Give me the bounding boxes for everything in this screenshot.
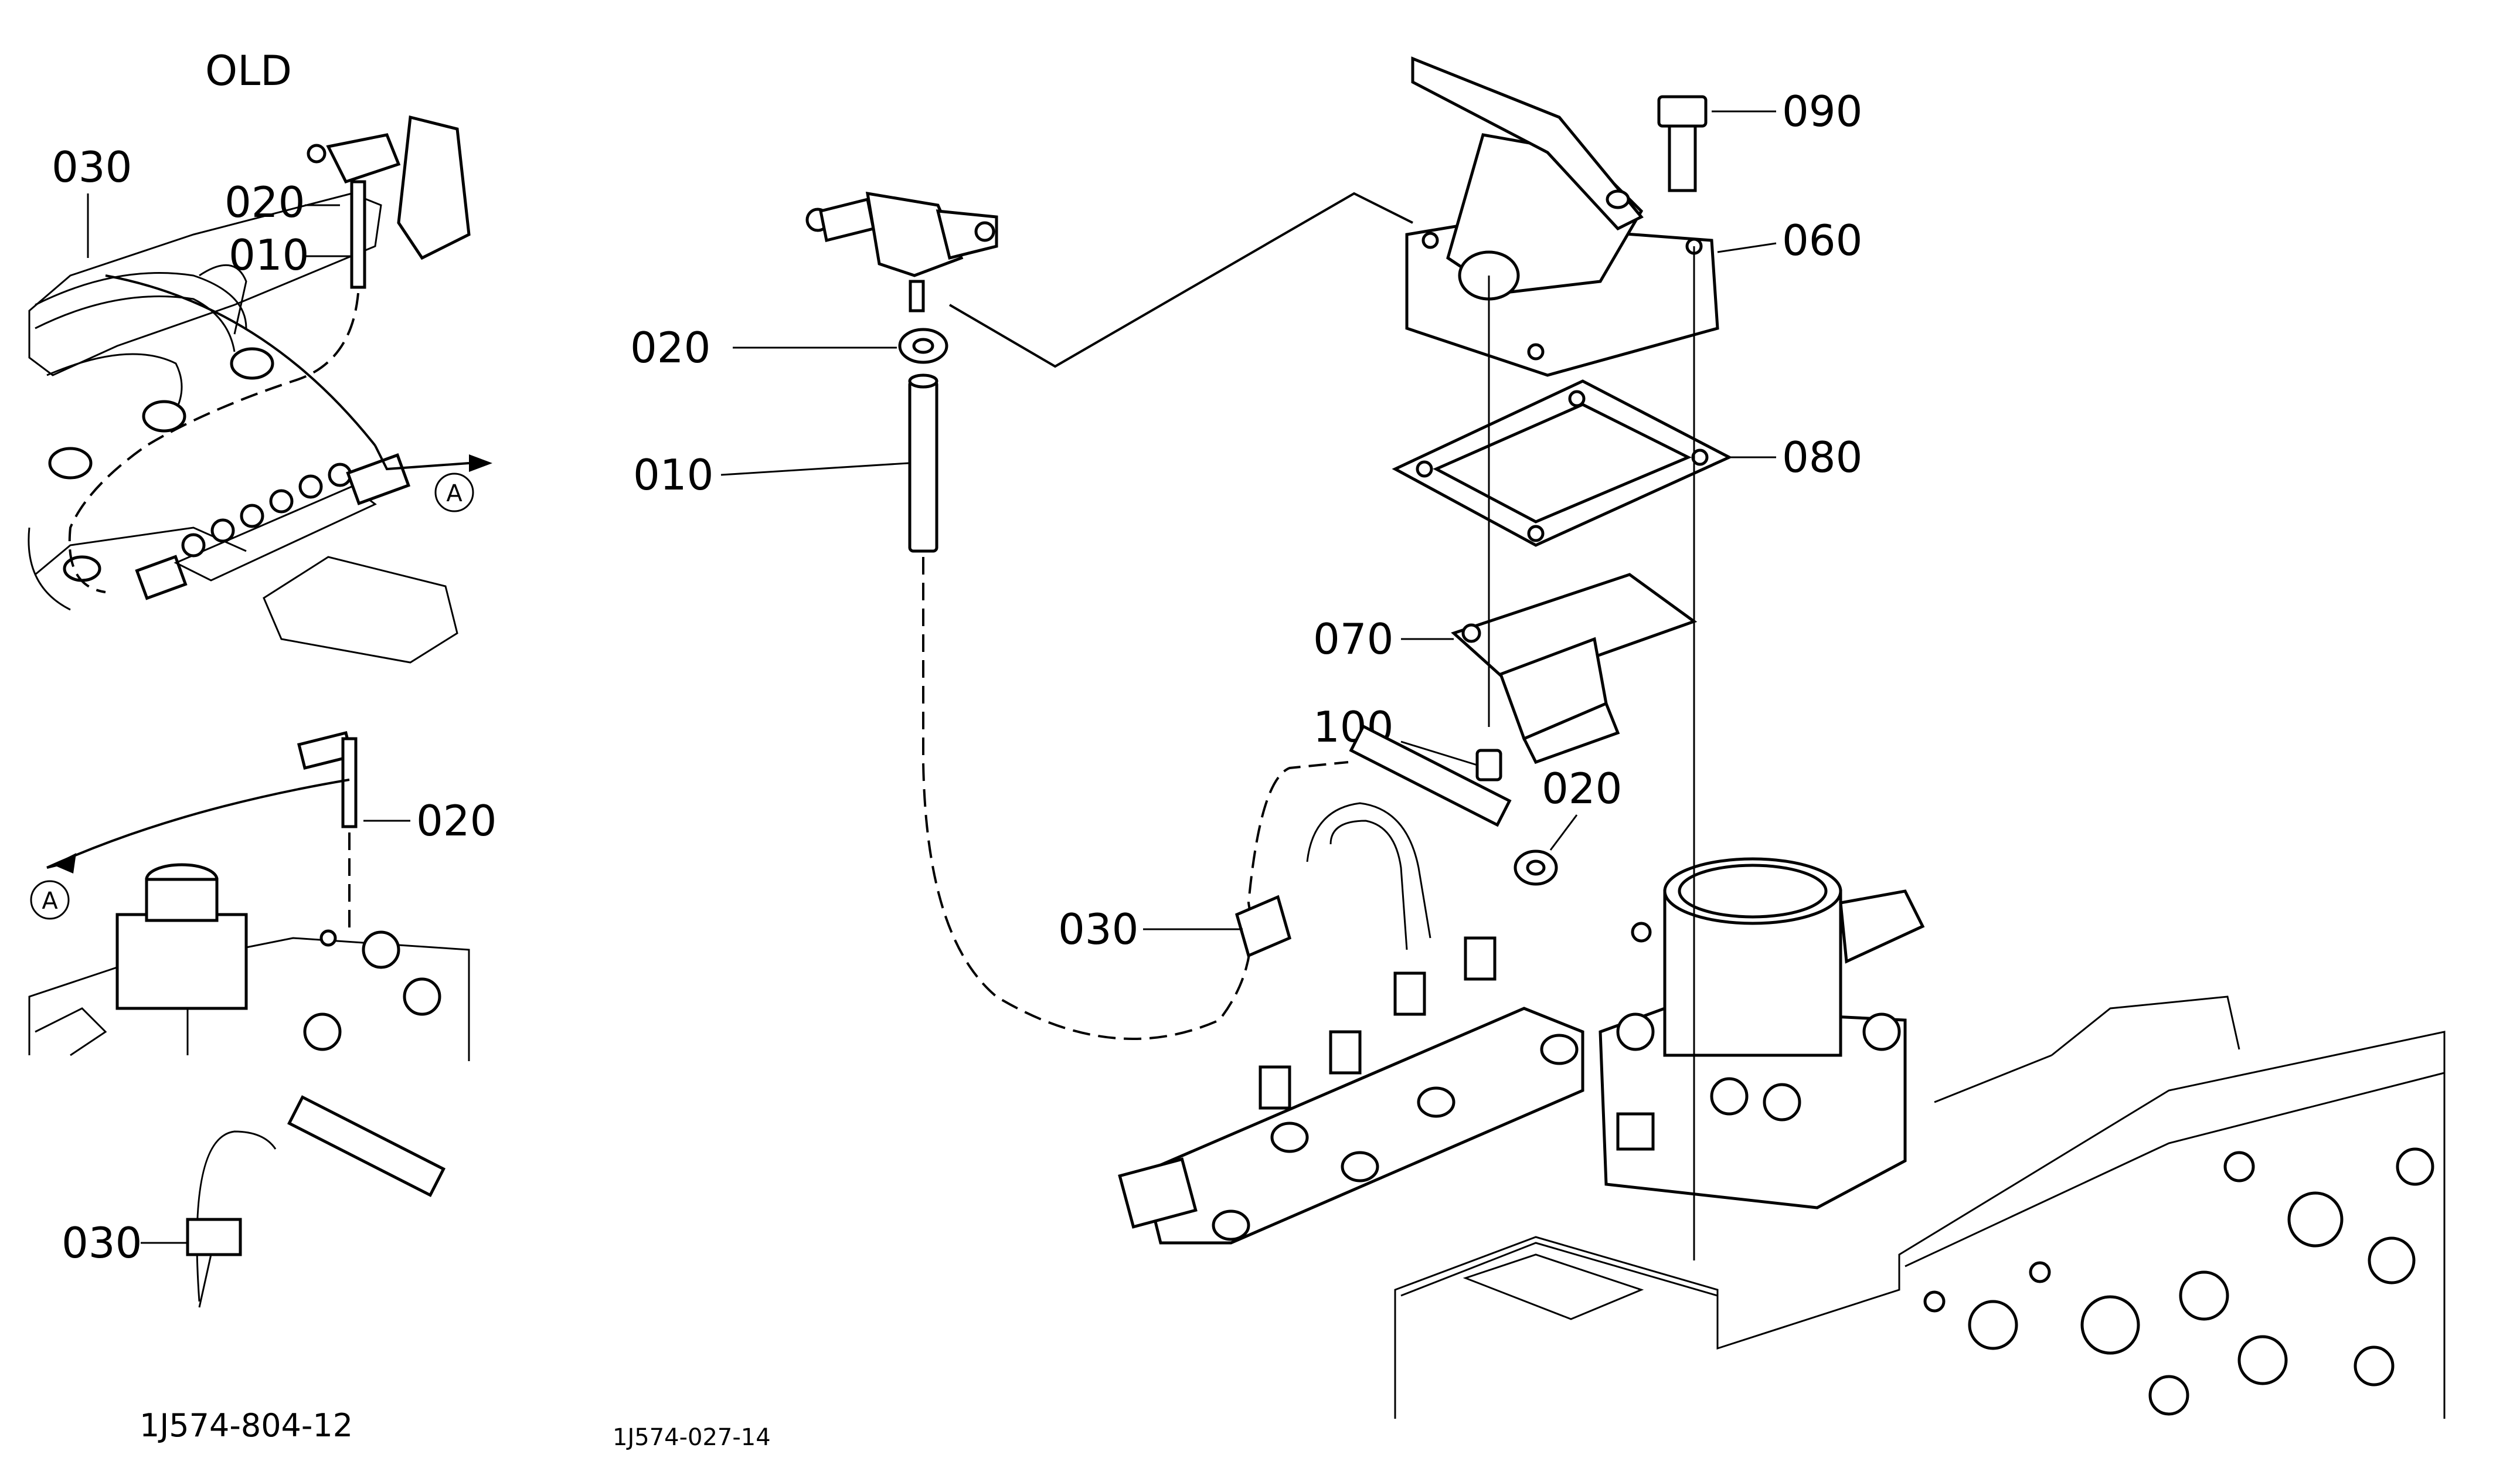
callout-010: 010 [633, 450, 713, 499]
ref-marker-top: A [446, 480, 462, 507]
hose-010 [908, 373, 938, 553]
ref-circle-top [434, 473, 474, 512]
ref-circle-bottom [30, 880, 70, 920]
leader-020-lower [1549, 814, 1578, 851]
callout-030: 030 [1058, 905, 1138, 954]
hose-route [922, 557, 1349, 1040]
callout-020-upper: 020 [630, 323, 710, 372]
old-title: OLD [205, 47, 292, 95]
clip-030 [1235, 802, 1431, 958]
callout-090: 090 [1782, 87, 1862, 136]
old-sensor [307, 115, 471, 289]
ref-marker-bottom: A [42, 888, 58, 915]
callout-old-020-top: 020 [225, 178, 305, 227]
engine-head [1394, 995, 2446, 1419]
leader-100 [1400, 740, 1478, 766]
old-arrow-line [105, 274, 376, 447]
old-pump-drawing [28, 730, 470, 1061]
valve-070 [1451, 573, 1698, 764]
callout-060: 060 [1782, 216, 1862, 265]
reference-line [948, 192, 1413, 368]
old-pump-arrowhead [53, 853, 76, 874]
callout-old-020-mid: 020 [416, 796, 496, 845]
clamp-020-lower [1514, 849, 1558, 886]
old-hose-path [68, 293, 359, 593]
pump-body [1599, 857, 1925, 1209]
old-pump-curve [46, 779, 350, 869]
old-arrow-head [469, 454, 492, 472]
leader-010 [720, 462, 909, 476]
callout-old-030-bottom: 030 [62, 1218, 142, 1267]
callout-070: 070 [1313, 614, 1393, 664]
figure-id-right: 1J574-027-14 [613, 1424, 771, 1451]
old-arrow-tail [374, 445, 470, 471]
figure-id-left: 1J574-804-12 [140, 1407, 353, 1444]
callout-080: 080 [1782, 433, 1862, 482]
leader-060 [1717, 242, 1777, 253]
bolt-090 [1657, 95, 1708, 192]
fuel-rail [1118, 936, 1584, 1245]
sensor-assembly [805, 191, 998, 312]
old-clip-detail [186, 1095, 445, 1308]
hose-lower [1349, 724, 1512, 827]
callout-020-lower: 020 [1542, 764, 1622, 813]
housing-060 [1405, 56, 1719, 377]
callout-old-030-top: 030 [52, 142, 132, 192]
gasket-080 [1392, 379, 1733, 547]
clamp-020-upper [898, 328, 948, 364]
bolt-100 [1475, 749, 1502, 781]
callout-old-010: 010 [229, 230, 309, 280]
